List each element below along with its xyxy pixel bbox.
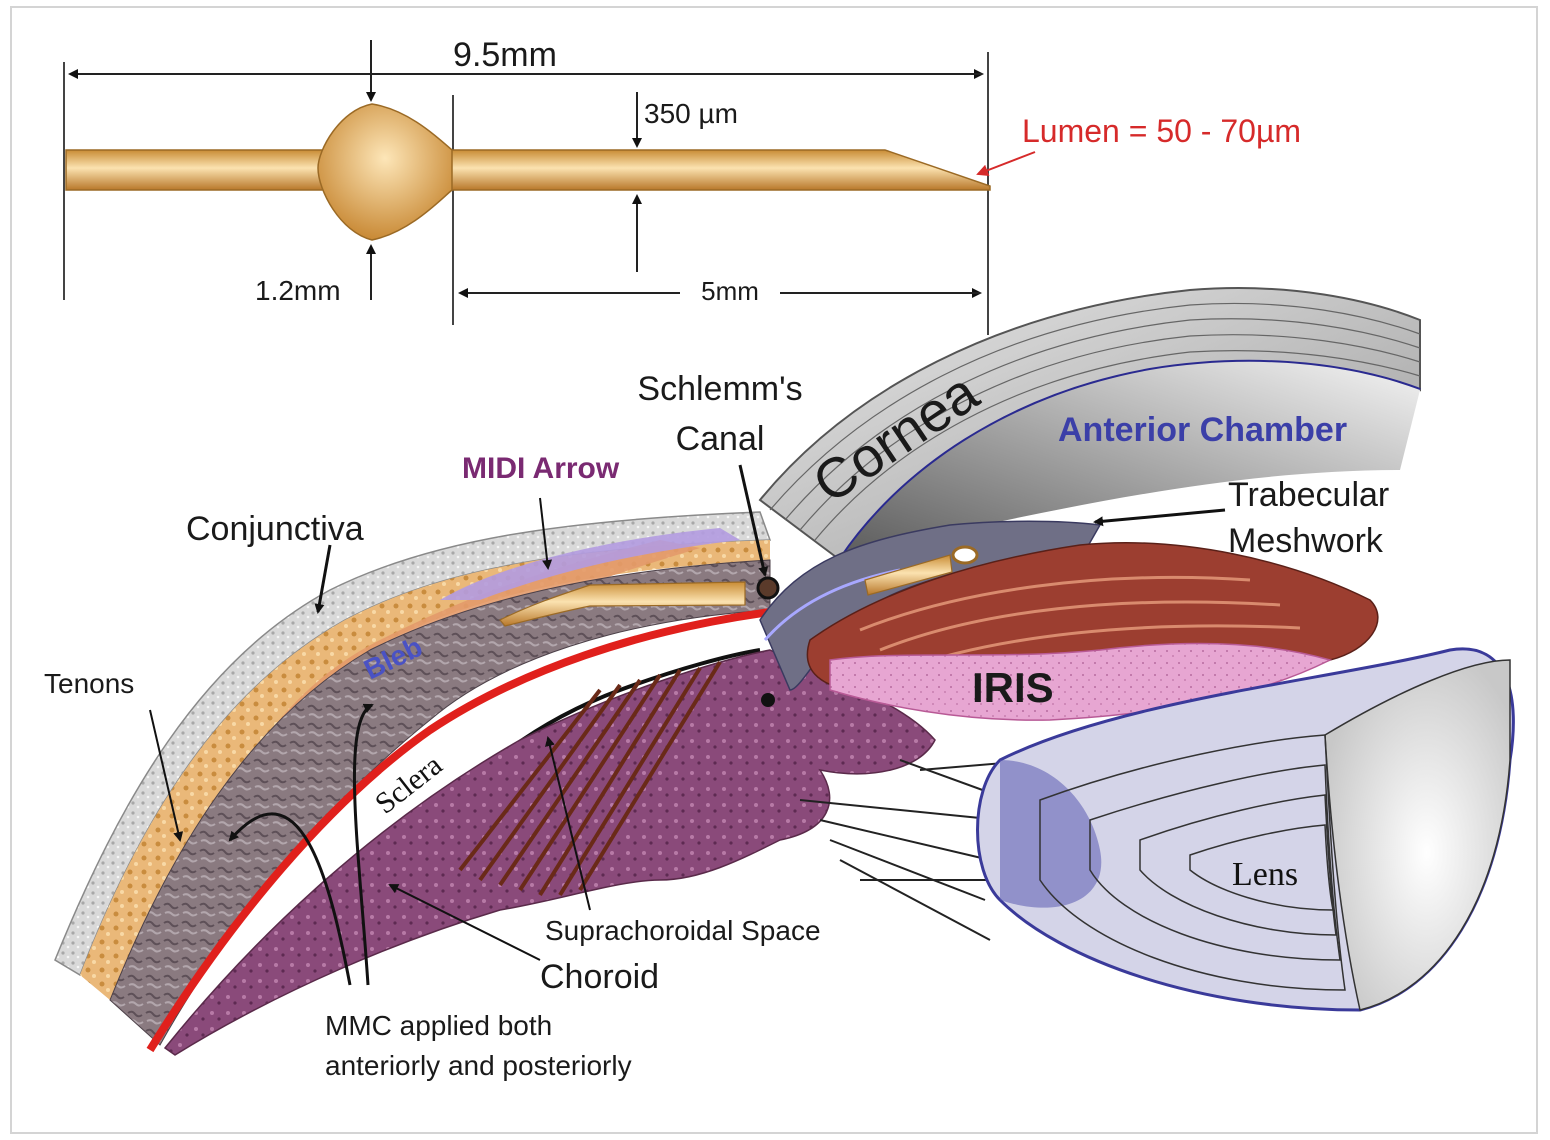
fin-width-label: 1.2mm [255, 275, 341, 306]
iris-label: IRIS [972, 664, 1054, 711]
tip-length-label: 5mm [701, 276, 759, 306]
length-total-label: 9.5mm [453, 36, 557, 74]
scleral-spur-dot [761, 693, 775, 707]
midi-arrow-label: MIDI Arrow [462, 452, 620, 485]
mmc-label-line1: MMC applied both [325, 1010, 552, 1041]
tenons-label: Tenons [44, 668, 134, 699]
lens-label: Lens [1232, 856, 1298, 893]
schlemms-canal-circle [758, 578, 778, 598]
implant-lumen-opening [953, 547, 977, 563]
lumen-arrow [978, 152, 1035, 174]
device-shaft [66, 150, 990, 190]
trabecular-label-line1: Trabecular [1228, 476, 1389, 514]
midi-arrow-device: 9.5mm 350 µm 1.2mm 5mm Lumen = 50 - 70µm [64, 36, 1301, 335]
mmc-label-line2: anteriorly and posteriorly [325, 1050, 632, 1081]
schlemms-label-line2: Canal [676, 420, 765, 458]
schlemms-label-line1: Schlemm's [637, 370, 802, 408]
eye-cross-section: Schlemm's Canal Cornea Anterior Chamber … [44, 288, 1513, 1081]
conjunctiva-label: Conjunctiva [186, 510, 364, 548]
device-fin [318, 104, 452, 240]
trabecular-pointer [1095, 510, 1225, 522]
suprachoroidal-label: Suprachoroidal Space [545, 915, 821, 946]
lumen-label: Lumen = 50 - 70µm [1022, 113, 1301, 149]
diameter-label: 350 µm [644, 98, 738, 129]
trabecular-label-line2: Meshwork [1228, 522, 1384, 560]
anterior-chamber-label: Anterior Chamber [1058, 411, 1347, 449]
choroid-label: Choroid [540, 958, 659, 996]
